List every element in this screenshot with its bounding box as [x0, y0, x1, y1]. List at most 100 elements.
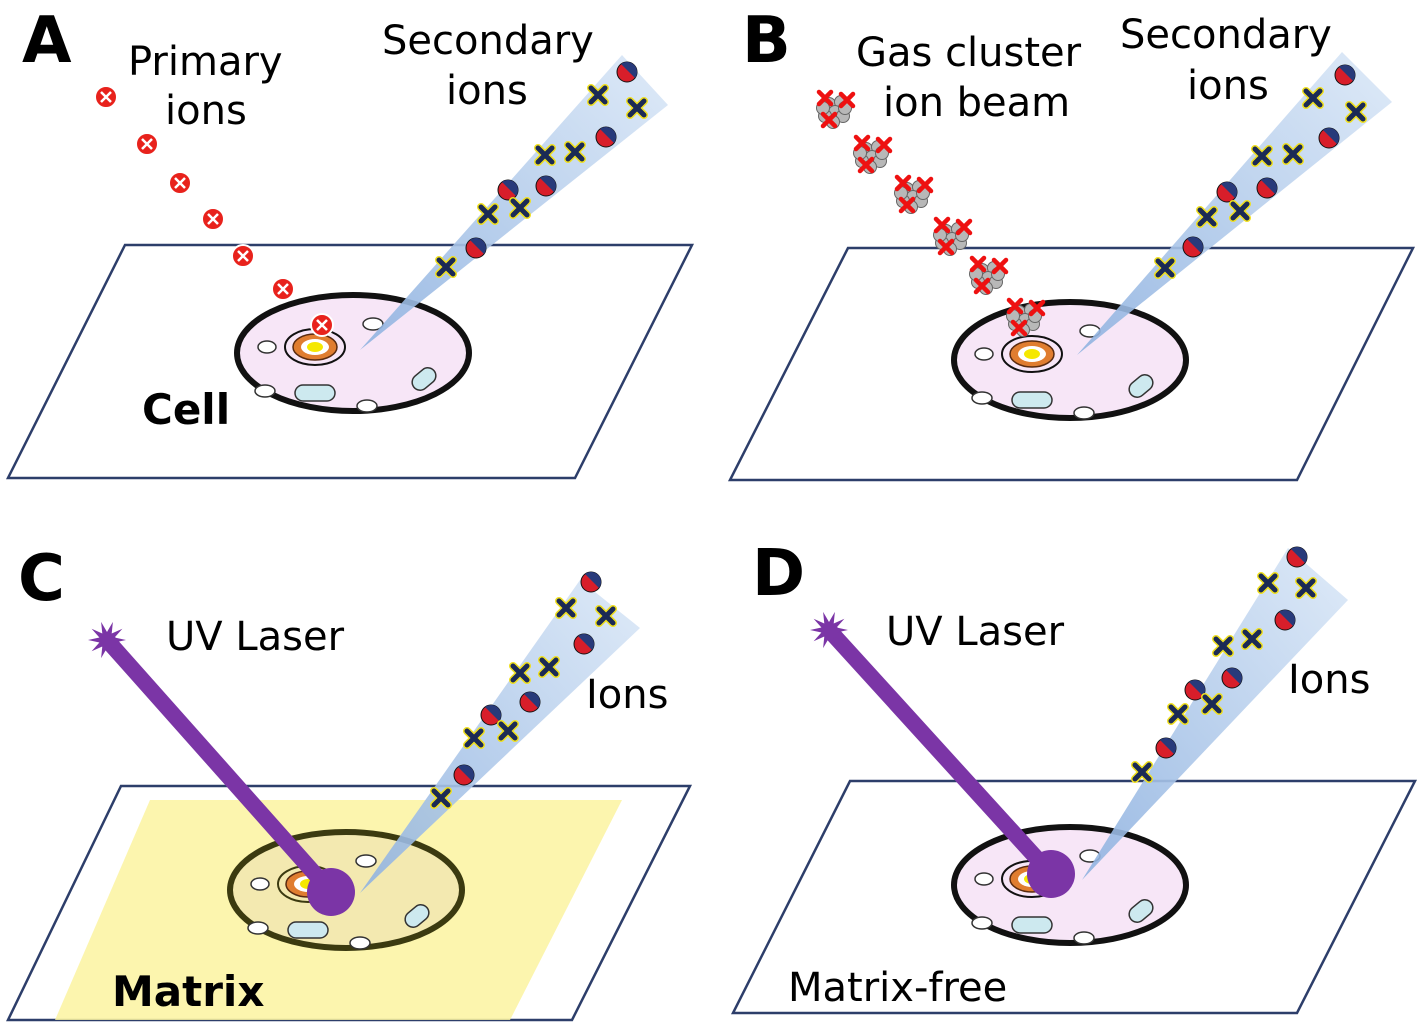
anion-ion: [564, 141, 586, 163]
cation-ion: [453, 764, 475, 786]
organelle: [250, 877, 270, 891]
anion-ion: [463, 727, 485, 749]
secondary-ions-label-line1: Secondary: [382, 18, 594, 64]
panel-letter: C: [18, 542, 65, 616]
laser-burst-icon: [88, 621, 126, 659]
vesicle: [294, 384, 336, 402]
cation-ion: [1274, 609, 1296, 631]
gas-cluster-ion: [933, 216, 973, 256]
anion-ion: [1295, 577, 1317, 599]
panel-d: D UV Laser Ions Matrix-free: [730, 537, 1418, 1015]
cell-membrane: [951, 299, 1189, 421]
matrix-free-label: Matrix-free: [788, 965, 1007, 1011]
vesicle: [1128, 374, 1154, 398]
anion-ion: [534, 144, 556, 166]
organelle: [1073, 406, 1095, 420]
gas-cluster-ion: [894, 174, 934, 214]
anion-ion: [435, 256, 457, 278]
organelle: [356, 399, 378, 413]
anion-ion: [1257, 572, 1279, 594]
primary-ion: [310, 313, 334, 337]
cation-ion: [1155, 737, 1177, 759]
cation-ion: [580, 571, 602, 593]
vesicle: [404, 904, 430, 928]
anion-ion: [595, 605, 617, 627]
organelle: [1073, 931, 1095, 945]
matrix-label: Matrix: [112, 967, 264, 1016]
cation-ion: [1221, 667, 1243, 689]
vesicle: [411, 367, 437, 391]
gas-cluster-ion: [816, 89, 856, 129]
uv-laser-label: UV Laser: [886, 609, 1065, 655]
cation-ion: [1318, 127, 1340, 149]
anion-ion: [1345, 101, 1367, 123]
secondary-ions-label-line1: Secondary: [1120, 12, 1332, 58]
primary-ion: [94, 85, 118, 109]
anion-ion: [1302, 87, 1324, 109]
anion-ion: [430, 787, 452, 809]
primary-ion-stream: [94, 85, 334, 337]
anion-ion: [497, 720, 519, 742]
cation-ion: [519, 691, 541, 713]
cation-ion: [1184, 679, 1206, 701]
vesicle: [287, 921, 329, 939]
vesicle: [1011, 391, 1053, 409]
cone-beam: [1082, 548, 1348, 880]
secondary-ion-cone: [1077, 52, 1392, 355]
cation-ion: [573, 633, 595, 655]
gas-cluster-stream: [816, 89, 1046, 337]
cell: [951, 299, 1189, 421]
anion-ion: [538, 656, 560, 678]
secondary-ion-cone: [360, 55, 668, 350]
anion-ion: [1241, 628, 1263, 650]
panel-a: A Primary ions Secondary ions Cell: [5, 4, 695, 480]
organelle: [247, 921, 269, 935]
uv-laser-label: UV Laser: [166, 614, 345, 660]
ion-cone: [1082, 546, 1348, 880]
organelle: [257, 340, 277, 354]
anion-ion: [626, 97, 648, 119]
cell-label: Cell: [142, 385, 230, 434]
anion-ion: [555, 597, 577, 619]
primary-ions-label-line1: Primary: [128, 39, 283, 85]
laser-line: [821, 622, 1059, 882]
gas-cluster-ion: [969, 255, 1009, 295]
primary-ion: [231, 244, 255, 268]
anion-ion: [1196, 206, 1218, 228]
cation-ion: [1182, 236, 1204, 258]
primary-ion: [201, 207, 225, 231]
vesicle: [1011, 916, 1053, 934]
organelle: [974, 347, 994, 361]
organelle: [971, 916, 993, 930]
secondary-ions-label-line2: ions: [446, 68, 528, 114]
anion-ion: [1154, 257, 1176, 279]
organelle: [971, 391, 993, 405]
gas-cluster-ion: [1006, 297, 1046, 337]
secondary-ions-label-line2: ions: [1187, 63, 1269, 109]
cation-ion: [1216, 181, 1238, 203]
cell-membrane: [234, 292, 472, 414]
anion-ion: [1229, 200, 1251, 222]
anion-ion: [509, 662, 531, 684]
anion-ion: [1212, 635, 1234, 657]
anion-ion: [1251, 145, 1273, 167]
anion-ion: [1282, 143, 1304, 165]
anion-ion: [1131, 761, 1153, 783]
primary-ion: [135, 132, 159, 156]
primary-ion: [271, 277, 295, 301]
organelle: [362, 317, 384, 331]
anion-ion: [1201, 693, 1223, 715]
cation-ion: [616, 61, 638, 83]
ions-label: Ions: [1288, 657, 1370, 703]
organelle: [254, 384, 276, 398]
cell: [234, 292, 472, 414]
laser-spot: [1027, 850, 1075, 898]
cation-ion: [1286, 546, 1308, 568]
anion-ion: [477, 203, 499, 225]
uv-laser-beam: [810, 611, 1075, 898]
cation-ion: [535, 175, 557, 197]
panel-letter: A: [22, 4, 72, 78]
panel-letter: D: [752, 537, 805, 611]
panel-letter: B: [742, 4, 791, 78]
